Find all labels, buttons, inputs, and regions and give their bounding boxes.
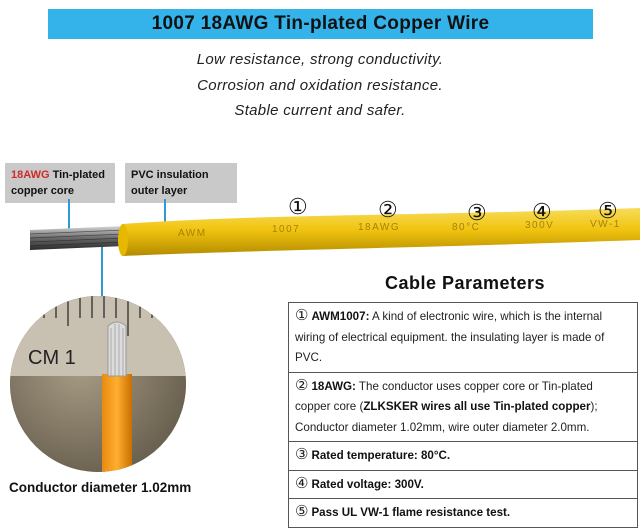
conductor-caption: Conductor diameter 1.02mm bbox=[9, 480, 192, 495]
param-num-2: ② bbox=[295, 376, 309, 394]
wire-print-vw1: VW-1 bbox=[590, 219, 621, 230]
tagline-2: Corrosion and oxidation resistance. bbox=[197, 77, 443, 94]
wire-print-18awg: 18AWG bbox=[358, 222, 400, 233]
param-text-2a: The conductor uses copper core or Tin-pl… bbox=[295, 379, 593, 414]
wire-print-awm: AWM bbox=[178, 228, 207, 239]
marker-3: ③ bbox=[467, 200, 487, 225]
param-num-5: ⑤ bbox=[295, 503, 309, 520]
marker-4: ④ bbox=[532, 199, 552, 224]
wire-illustration: AWM 1007 18AWG 80°C 300V VW-1 bbox=[29, 208, 640, 256]
title-banner: 1007 18AWG Tin-plated Copper Wire bbox=[48, 9, 593, 39]
insulation-label: PVC insulation outer layer bbox=[125, 163, 237, 203]
param-label-4: Rated voltage: bbox=[311, 477, 395, 491]
param-value-4: 300V bbox=[394, 477, 421, 491]
marker-2: ② bbox=[378, 197, 398, 222]
insulation-label-line2: outer layer bbox=[131, 185, 188, 197]
insulation-label-line1: PVC insulation bbox=[131, 169, 209, 181]
marker-5: ⑤ bbox=[598, 198, 618, 223]
wire-print-1007: 1007 bbox=[272, 224, 300, 235]
tagline-1: Low resistance, strong conductivity. bbox=[196, 51, 444, 68]
zoom-wire-insulation bbox=[102, 374, 132, 472]
param-value-3: 80°C bbox=[420, 449, 447, 462]
wire-print-80c: 80°C bbox=[452, 222, 480, 233]
wire-print-300v: 300V bbox=[525, 220, 554, 231]
param-num-1: ① bbox=[295, 307, 309, 324]
wire-end bbox=[118, 224, 128, 256]
params-title: Cable Parameters bbox=[384, 273, 546, 293]
param-key-1: AWM1007: bbox=[311, 310, 370, 323]
core-label-awg: 18AWG bbox=[11, 169, 50, 181]
core-label: 18AWG Tin-plated copper core bbox=[5, 163, 115, 203]
param-label-3: Rated temperature: bbox=[311, 449, 421, 462]
param-end-4: . bbox=[420, 477, 424, 491]
param-text-1: A kind of electronic wire, which is the … bbox=[295, 310, 605, 364]
param-num-4: ④ bbox=[295, 474, 309, 492]
page-title: 1007 18AWG Tin-plated Copper Wire bbox=[151, 13, 490, 34]
insulation-leader-line bbox=[164, 199, 166, 232]
zoom-photo: CM 1 bbox=[10, 296, 186, 472]
marker-1: ① bbox=[288, 194, 308, 219]
param-text-2b: ); Conductor diameter 1.02mm, wire outer… bbox=[295, 400, 598, 434]
core-label-tin: Tin-plated bbox=[52, 169, 105, 181]
param-end-3: . bbox=[446, 449, 451, 462]
ruler-mark: CM 1 bbox=[28, 347, 76, 369]
wire-core bbox=[30, 226, 125, 250]
tagline-3: Stable current and safer. bbox=[234, 102, 406, 119]
param-bold-2: ZLKSKER wires all use Tin-plated copper bbox=[363, 400, 591, 413]
wire-insulation bbox=[122, 208, 640, 256]
param-key-2: 18AWG: bbox=[311, 379, 356, 393]
zoom-wire-core bbox=[107, 321, 127, 377]
zoom-leader-line bbox=[101, 245, 103, 310]
core-leader-line bbox=[68, 199, 70, 237]
param-num-3: ③ bbox=[295, 446, 309, 463]
core-label-copper: copper core bbox=[11, 185, 74, 197]
